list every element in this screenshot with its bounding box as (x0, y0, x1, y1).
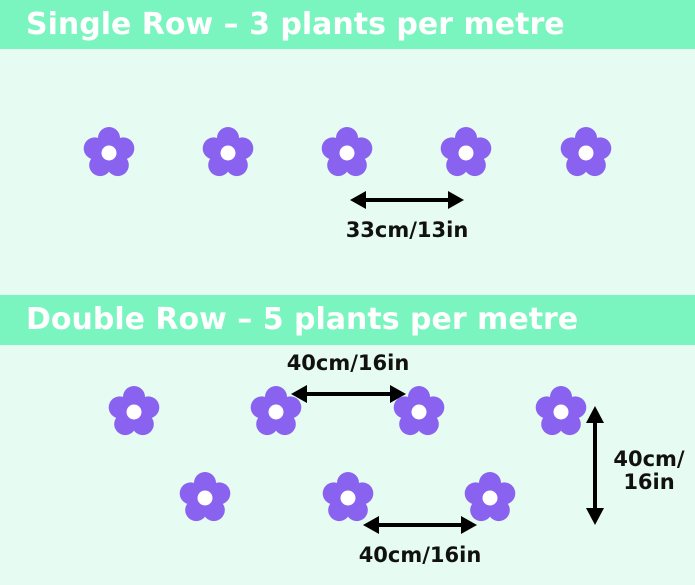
row-gap-label-line2: 16in (623, 470, 675, 495)
flower-icon (322, 472, 374, 522)
flower-icon (202, 127, 254, 177)
single-row-plants (83, 127, 612, 177)
double-row-title: Double Row – 5 plants per metre (26, 302, 579, 337)
double-row-bottom-spacing-label: 40cm/16in (358, 543, 482, 567)
double-row-header (0, 295, 695, 345)
row-gap-label: 40cm/ 16in (605, 447, 693, 495)
single-row-spacing-label: 33cm/13in (345, 218, 469, 242)
flower-icon (108, 386, 160, 436)
flower-icon (440, 127, 492, 177)
row-gap-label-line1: 40cm/ (613, 447, 685, 471)
flower-icon (464, 472, 516, 522)
double-headed-arrow-horizontal-icon (291, 385, 406, 403)
flower-icon (321, 127, 373, 177)
double-row-plants (108, 386, 587, 522)
flower-icon (393, 386, 445, 436)
flower-icon (179, 472, 231, 522)
flower-icon (250, 386, 302, 436)
flower-icon (83, 127, 135, 177)
flower-icon (535, 386, 587, 436)
single-row-title: Single Row – 3 plants per metre (26, 7, 565, 42)
double-headed-arrow-horizontal-icon (350, 191, 464, 209)
double-row-top-spacing-label: 40cm/16in (286, 351, 410, 375)
single-row-header (0, 0, 695, 49)
double-headed-arrow-horizontal-icon (363, 516, 477, 534)
double-headed-arrow-vertical-icon (586, 406, 604, 525)
flower-icon (560, 127, 612, 177)
